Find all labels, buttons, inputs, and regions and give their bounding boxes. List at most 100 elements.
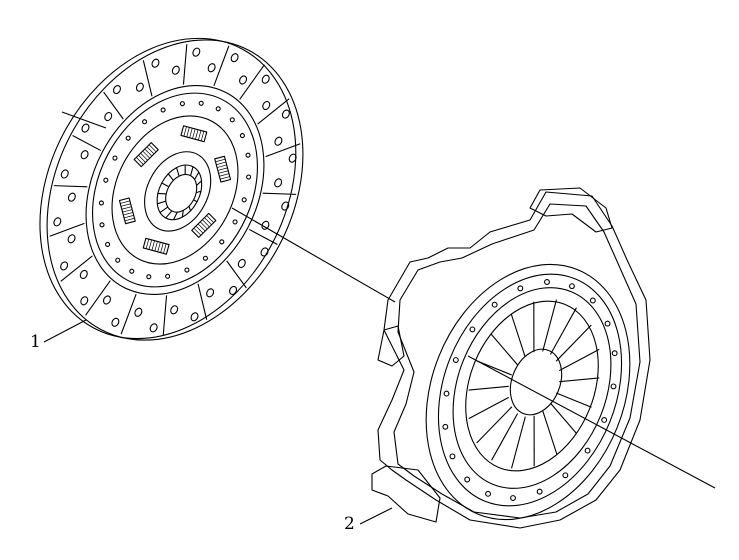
diaphragm-spring-outer	[465, 300, 599, 472]
spring-coil	[138, 155, 146, 163]
cover-hole	[464, 476, 471, 483]
carrier-rivet	[232, 219, 238, 225]
spring-coil	[193, 227, 202, 236]
carrier-rivet	[98, 200, 104, 206]
cover-hole	[510, 495, 516, 501]
spring-coil	[163, 243, 167, 254]
friction-groove	[262, 192, 297, 195]
spline-tooth	[157, 192, 167, 195]
carrier-rivet	[179, 101, 185, 107]
friction-groove	[72, 135, 102, 152]
spring-coil	[136, 157, 144, 165]
carrier-rivet	[246, 174, 252, 180]
carrier-rivet	[115, 257, 121, 263]
diaphragm-finger	[542, 410, 558, 455]
rivet-hole	[80, 150, 89, 160]
spring-coil	[195, 225, 204, 234]
spring-coil	[197, 223, 206, 232]
spring-coil	[192, 128, 196, 139]
rivet-hole	[134, 307, 143, 317]
friction-groove	[226, 260, 247, 289]
friction-groove	[53, 185, 88, 188]
carrier-rivet	[142, 119, 148, 125]
diaphragm-finger	[549, 307, 577, 355]
rivet-hole	[260, 247, 269, 257]
pressure-ring-outer	[425, 263, 631, 521]
carrier-rivet	[99, 222, 105, 228]
facing-rivets	[53, 47, 297, 333]
friction-groove	[182, 44, 188, 85]
rivet-hole	[80, 296, 89, 306]
cover-flange-inner	[393, 203, 641, 519]
spring-coil	[123, 215, 134, 219]
callout-leader-1	[43, 319, 87, 343]
rivet-hole	[229, 285, 238, 295]
rivet-hole	[261, 74, 270, 84]
spline-tooth	[181, 210, 184, 218]
spring-coil	[160, 242, 164, 253]
spring-coil	[220, 176, 230, 180]
mounting-tab-top	[529, 187, 613, 233]
diaphragm-center	[509, 348, 563, 416]
spline-tooth	[167, 173, 174, 181]
cover-hole	[544, 279, 550, 285]
carrier-rivet	[184, 267, 190, 273]
spline-tooth	[176, 167, 180, 177]
hub-plate	[111, 115, 239, 265]
friction-groove	[60, 255, 93, 282]
spring-coil	[183, 126, 187, 137]
diaphragm-finger	[559, 377, 600, 383]
diaphragm-finger	[468, 396, 510, 420]
rivet-hole	[274, 136, 283, 146]
cover-hole	[536, 488, 543, 495]
spring-coil	[157, 242, 161, 252]
spring-coil	[122, 209, 133, 213]
diaphragm-finger	[555, 324, 592, 362]
rivet-hole	[206, 288, 215, 298]
spring-coil	[189, 128, 193, 138]
carrier-rivet	[125, 135, 131, 141]
carrier-rivet	[112, 155, 118, 161]
friction-groove	[197, 283, 208, 320]
rivet-hole	[274, 178, 283, 188]
spring-coil	[123, 212, 134, 216]
spring-coil	[120, 203, 131, 207]
spring-coil	[219, 173, 230, 177]
spline-tooth	[194, 172, 200, 180]
mounting-tab-bottom	[371, 465, 441, 523]
cover-hole	[449, 453, 456, 460]
carrier-rivet	[105, 241, 111, 247]
rivet-hole	[104, 111, 113, 122]
friction-groove	[85, 280, 111, 316]
spring-coil	[216, 161, 227, 165]
carrier-rivet	[202, 255, 208, 261]
spring-coil	[148, 144, 157, 153]
cover-hole	[601, 417, 608, 423]
diaphragm-fingers	[468, 299, 600, 469]
rivet-hole	[281, 201, 290, 211]
cover-hole	[610, 383, 617, 390]
spline-tooth	[193, 199, 198, 203]
cover-hole	[584, 447, 591, 454]
hub-flange	[144, 151, 212, 232]
callout-leader-2	[359, 507, 393, 525]
diaphragm-finger	[468, 385, 509, 391]
carrier-rivet	[215, 106, 221, 112]
spring-coil	[144, 148, 153, 157]
rivet-hole	[53, 217, 62, 227]
friction-grooves	[49, 44, 301, 336]
hub-inner-bore	[165, 173, 198, 213]
cover-hole	[485, 490, 491, 497]
spring-coil	[217, 167, 228, 171]
diaphragm-finger	[542, 299, 558, 352]
rivet-hole	[111, 317, 120, 327]
damper-springs	[118, 125, 232, 255]
spring-coil	[145, 238, 150, 249]
carrier-rivet	[103, 177, 109, 183]
spring-coil	[218, 170, 229, 174]
diaphragm-finger	[476, 406, 513, 444]
diaphragm-finger	[490, 333, 518, 366]
rivet-hole	[239, 75, 248, 85]
cover-hole	[452, 357, 459, 363]
